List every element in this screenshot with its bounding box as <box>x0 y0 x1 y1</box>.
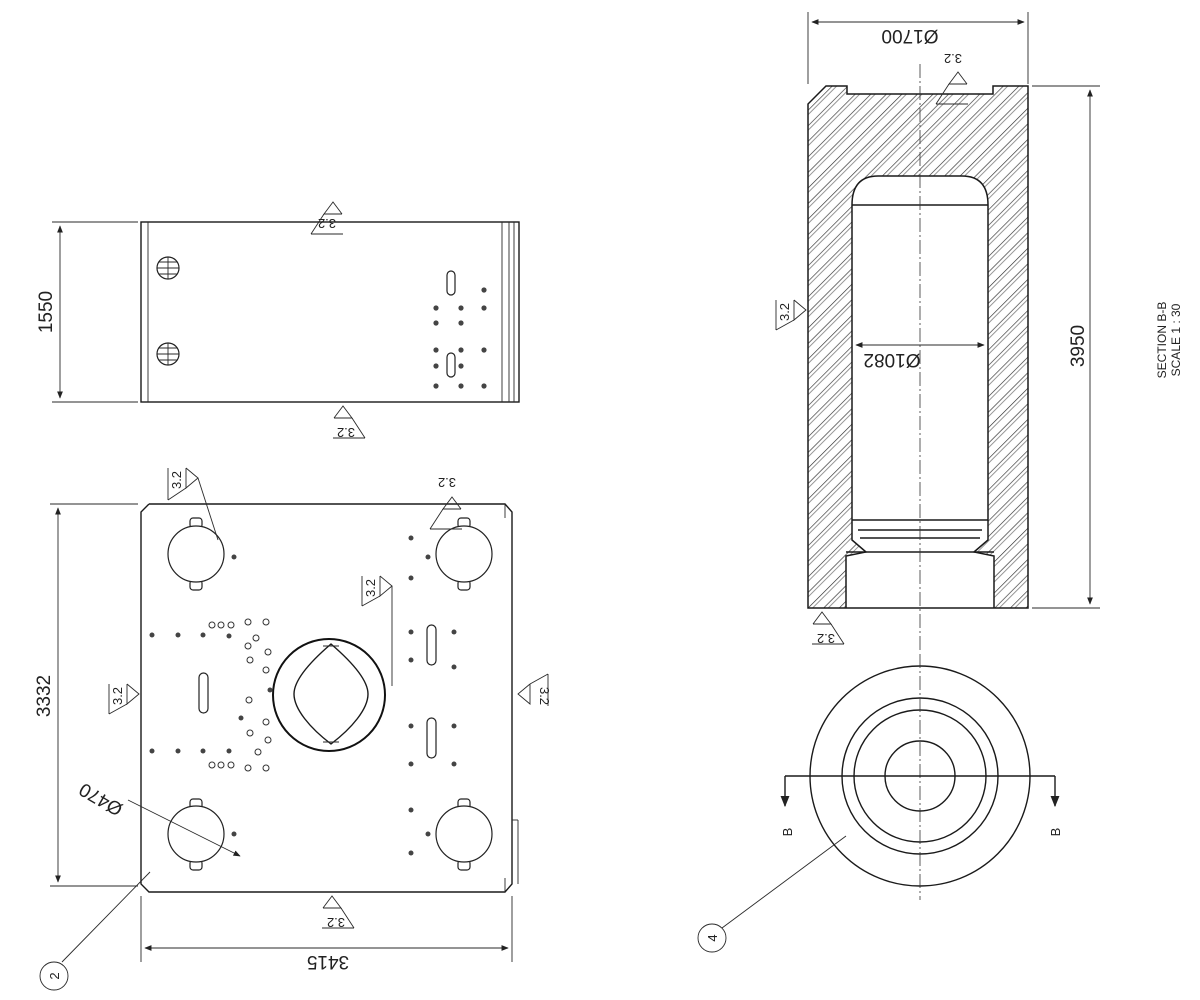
corner-hole-top-right <box>435 517 493 591</box>
roughness-front-bottom-label: 3.2 <box>327 915 345 930</box>
balloon-4-label: 4 <box>705 934 720 941</box>
dim-d1082-label: Ø1082 <box>863 349 920 370</box>
roughness-top-view-bottom <box>333 405 366 439</box>
roughness-top-view-top: 3.2 <box>310 201 343 235</box>
dim-3332-label: 3332 <box>34 675 55 717</box>
lifting-port-lower <box>156 342 180 366</box>
balloon-4 <box>697 923 727 953</box>
roughness-front-left-label: 3.2 <box>110 687 125 705</box>
top-slot-lower <box>446 352 456 378</box>
lifting-port-upper <box>156 256 180 280</box>
roughness-section-top-label: 3.2 <box>944 51 962 66</box>
roughness-section-top <box>935 71 968 105</box>
dim-1550-label: 1550 <box>36 291 57 333</box>
roughness-front-top-label: 3.2 <box>438 475 456 490</box>
dim-3415-label: 3415 <box>307 951 349 972</box>
end-view: B B 4 <box>697 654 1063 953</box>
balloon-2-leader <box>61 871 151 963</box>
top-view-holes <box>433 287 487 389</box>
dim-3950-label: 3950 <box>1068 325 1089 367</box>
roughness-front-upper-left <box>167 467 219 541</box>
roughness-top-view-bottom-label: 3.2 <box>337 425 355 440</box>
section-scale: SCALE 1 : 30 <box>1169 303 1183 376</box>
roughness-front-center <box>361 575 393 686</box>
section-title: SECTION B-B <box>1155 302 1169 379</box>
balloon-2-label: 2 <box>47 972 62 979</box>
dim-d470-label: Ø470 <box>76 778 127 819</box>
roughness-front-bottom <box>322 895 355 929</box>
roughness-section-left-label: 3.2 <box>777 303 792 321</box>
balloon-2 <box>39 961 69 991</box>
top-view: 1550 3.2 3.2 <box>36 201 520 440</box>
balloon-4-leader <box>721 835 847 929</box>
roughness-front-right <box>517 673 549 706</box>
corner-hole-bottom-right <box>435 798 493 871</box>
section-mark-left: B <box>780 828 795 837</box>
central-bore <box>272 638 386 752</box>
section-hatched-body <box>807 85 1029 609</box>
roughness-front-top-right <box>429 496 462 530</box>
section-mark-right: B <box>1048 828 1063 837</box>
roughness-front-left <box>108 683 140 715</box>
roughness-section-bottom-label: 3.2 <box>817 631 835 646</box>
roughness-section-left <box>775 299 807 331</box>
slot-right-lower <box>426 717 437 759</box>
top-view-outline <box>140 221 520 403</box>
roughness-section-bottom <box>812 611 845 645</box>
section-view: Ø1700 Ø1082 3950 3.2 3.2 3.2 SECTION B-B… <box>775 12 1183 650</box>
corner-hole-top-left <box>167 517 225 591</box>
slot-left <box>198 672 209 714</box>
dim-d1700-label: Ø1700 <box>881 25 938 46</box>
roughness-front-upper-left-label: 3.2 <box>169 471 184 489</box>
svg-text:3.2: 3.2 <box>318 216 336 231</box>
front-view: 3332 3415 Ø470 2 3.2 3.2 3.2 3.2 <box>34 467 552 991</box>
front-view-hole-pattern <box>149 535 457 856</box>
roughness-front-center-label: 3.2 <box>363 579 378 597</box>
roughness-front-right-label: 3.2 <box>537 687 552 705</box>
slot-right-upper <box>426 624 437 666</box>
top-slot-upper <box>446 270 456 296</box>
dim-line-d470 <box>127 799 241 857</box>
